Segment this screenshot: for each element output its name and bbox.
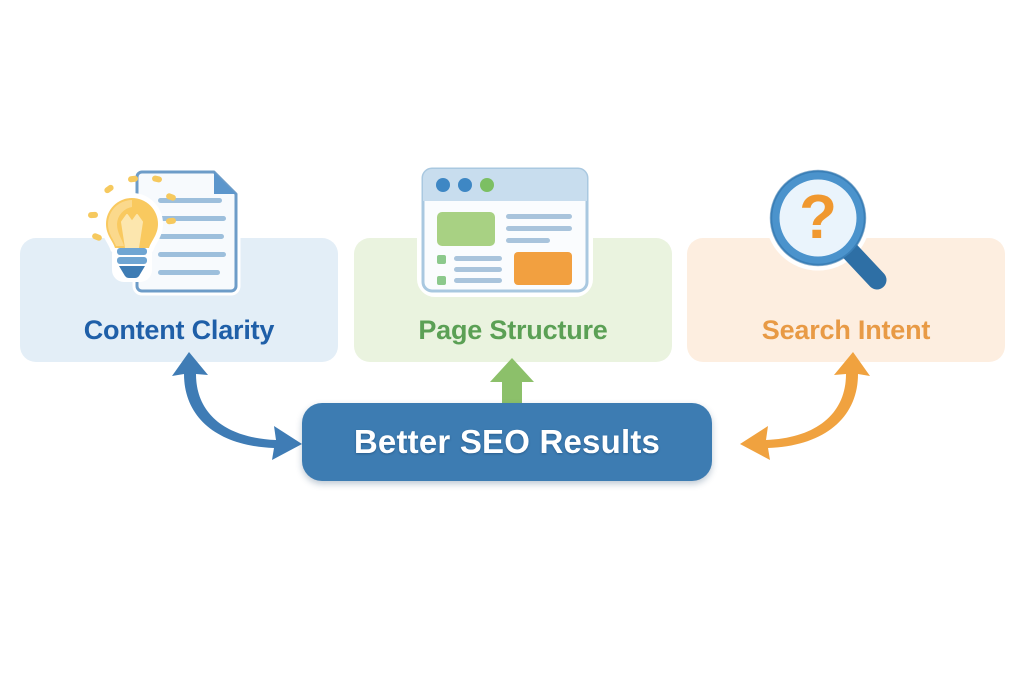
- arrow-content-clarity-to-banner: [172, 352, 302, 460]
- browser-dots: [436, 178, 494, 192]
- orange-arrow-shape: [740, 352, 870, 460]
- browser-title-bar: [423, 169, 587, 201]
- banner-label: Better SEO Results: [353, 423, 661, 460]
- lightbulb-rays: [88, 175, 176, 241]
- blue-arrow-shape: [172, 352, 302, 460]
- card-content-clarity[interactable]: Content Clarity: [20, 238, 338, 362]
- document-fold: [214, 172, 236, 194]
- card-search-intent[interactable]: Search Intent: [687, 238, 1005, 362]
- browser-dot-3: [480, 178, 494, 192]
- card-label-search-intent: Search Intent: [761, 315, 931, 345]
- card-label-content-clarity: Content Clarity: [83, 315, 275, 345]
- browser-dot-1: [436, 178, 450, 192]
- arrow-search-intent-to-banner: [740, 352, 870, 460]
- card-page-structure[interactable]: Page Structure: [354, 238, 672, 362]
- card-label-page-structure: Page Structure: [418, 315, 608, 345]
- better-seo-results-banner[interactable]: Better SEO Results: [302, 403, 712, 481]
- browser-dot-2: [458, 178, 472, 192]
